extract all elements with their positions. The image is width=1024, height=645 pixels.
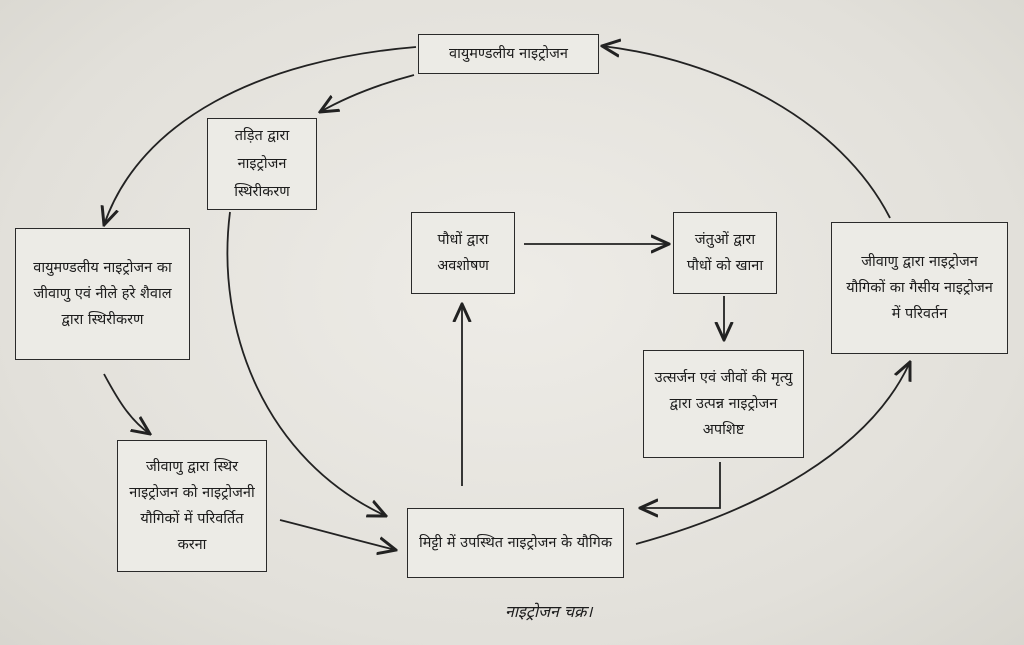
plant-absorption-box: पौधों द्वारा अवशोषण bbox=[411, 212, 515, 294]
arrow-conversion-to-soil bbox=[279, 519, 396, 550]
bacterial-conversion-box: जीवाणु द्वारा स्थिर नाइट्रोजन को नाइट्रो… bbox=[117, 440, 267, 572]
arrow-fixation-to-conversion bbox=[103, 373, 150, 434]
arrow-denitrification-to-atmospheric bbox=[602, 46, 891, 219]
bacterial-algal-fixation-label: वायुमण्डलीय नाइट्रोजन का जीवाणु एवं नीले… bbox=[33, 260, 172, 328]
bacterial-algal-fixation-box: वायुमण्डलीय नाइट्रोजन का जीवाणु एवं नीले… bbox=[15, 228, 190, 360]
denitrification-label: जीवाणु द्वारा नाइट्रोजन यौगिकों का गैसीय… bbox=[846, 254, 993, 322]
animals-eat-plants-box: जंतुओं द्वारा पौधों को खाना bbox=[673, 212, 777, 294]
arrow-soil-to-denitrification bbox=[635, 362, 910, 545]
lightning-fixation-box: तड़ित द्वारा नाइट्रोजन स्थिरीकरण bbox=[207, 118, 317, 210]
plant-absorption-label: पौधों द्वारा अवशोषण bbox=[437, 232, 489, 274]
soil-compounds-box: मिट्टी में उपस्थित नाइट्रोजन के यौगिक bbox=[407, 508, 624, 578]
arrow-excretion-to-soil bbox=[640, 462, 721, 508]
denitrification-box: जीवाणु द्वारा नाइट्रोजन यौगिकों का गैसीय… bbox=[831, 222, 1008, 354]
excretion-waste-box: उत्सर्जन एवं जीवों की मृत्यु द्वारा उत्प… bbox=[643, 350, 804, 458]
bacterial-conversion-label: जीवाणु द्वारा स्थिर नाइट्रोजन को नाइट्रो… bbox=[129, 459, 255, 553]
arrow-atmospheric-to-bacterial-fixation bbox=[104, 46, 417, 225]
animals-eat-plants-label: जंतुओं द्वारा पौधों को खाना bbox=[686, 232, 764, 274]
atmospheric-nitrogen-box: वायुमण्डलीय नाइट्रोजन bbox=[418, 34, 599, 74]
soil-compounds-label: मिट्टी में उपस्थित नाइट्रोजन के यौगिक bbox=[419, 535, 612, 551]
diagram-caption: नाइट्रोजन चक्र। bbox=[505, 602, 593, 621]
arrow-lightning-to-soil bbox=[226, 211, 386, 516]
atmospheric-nitrogen-label: वायुमण्डलीय नाइट्रोजन bbox=[449, 46, 568, 62]
excretion-waste-label: उत्सर्जन एवं जीवों की मृत्यु द्वारा उत्प… bbox=[654, 370, 793, 438]
lightning-fixation-label: तड़ित द्वारा नाइट्रोजन स्थिरीकरण bbox=[234, 128, 290, 200]
arrow-atmospheric-to-lightning bbox=[320, 74, 415, 112]
